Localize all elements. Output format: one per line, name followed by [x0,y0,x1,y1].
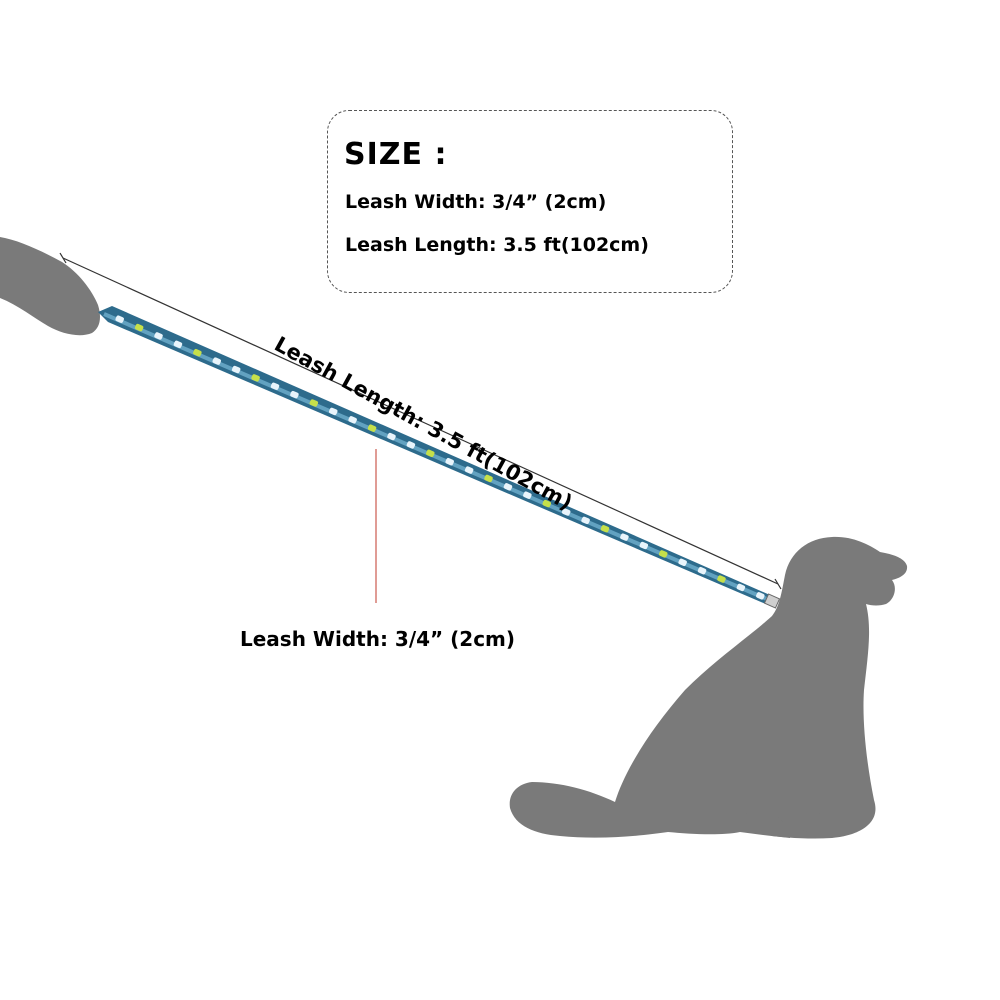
bone-mark [678,558,687,566]
bone-mark [600,525,610,533]
bone-mark [231,365,241,374]
bone-mark [387,432,396,441]
bone-mark [697,566,707,575]
bone-mark [367,424,377,432]
bone-pattern-icon [115,315,765,600]
bone-mark [484,474,493,483]
bone-mark [445,457,454,466]
bone-mark [581,516,590,525]
size-info-box: SIZE : Leash Width: 3/4” (2cm) Leash Len… [327,110,733,293]
bone-mark [309,399,319,407]
leash-strap [98,306,781,609]
bone-mark [523,491,532,499]
bone-mark [620,533,629,541]
bone-mark [290,390,299,399]
bone-mark [717,575,726,583]
bone-mark [193,349,202,357]
leash-width-annotation: Leash Width: 3/4” (2cm) [240,627,516,651]
bone-mark [212,357,221,365]
bone-mark [251,374,260,382]
bone-mark [756,592,765,600]
bone-mark [173,340,183,349]
bone-mark [639,541,649,550]
size-width-text: Leash Width: 3/4” (2cm) [345,191,607,213]
size-length-text: Leash Length: 3.5 ft(102cm) [345,234,649,256]
bone-mark [426,449,435,458]
bone-mark [134,323,144,332]
sitting-dog-silhouette-icon [509,536,908,839]
bone-mark [464,466,474,474]
hand-silhouette-icon [0,237,100,336]
bone-mark [736,583,746,592]
length-dimension-line [59,252,782,590]
bone-mark [329,407,338,416]
bone-mark [115,315,124,323]
size-title: SIZE : [344,137,448,172]
bone-mark [659,550,668,558]
bone-mark [348,416,357,424]
bone-mark [561,508,571,516]
bone-mark [154,332,163,340]
bone-mark [542,499,551,508]
bone-mark [503,483,513,491]
bone-mark [270,382,280,390]
bone-mark [406,441,416,449]
